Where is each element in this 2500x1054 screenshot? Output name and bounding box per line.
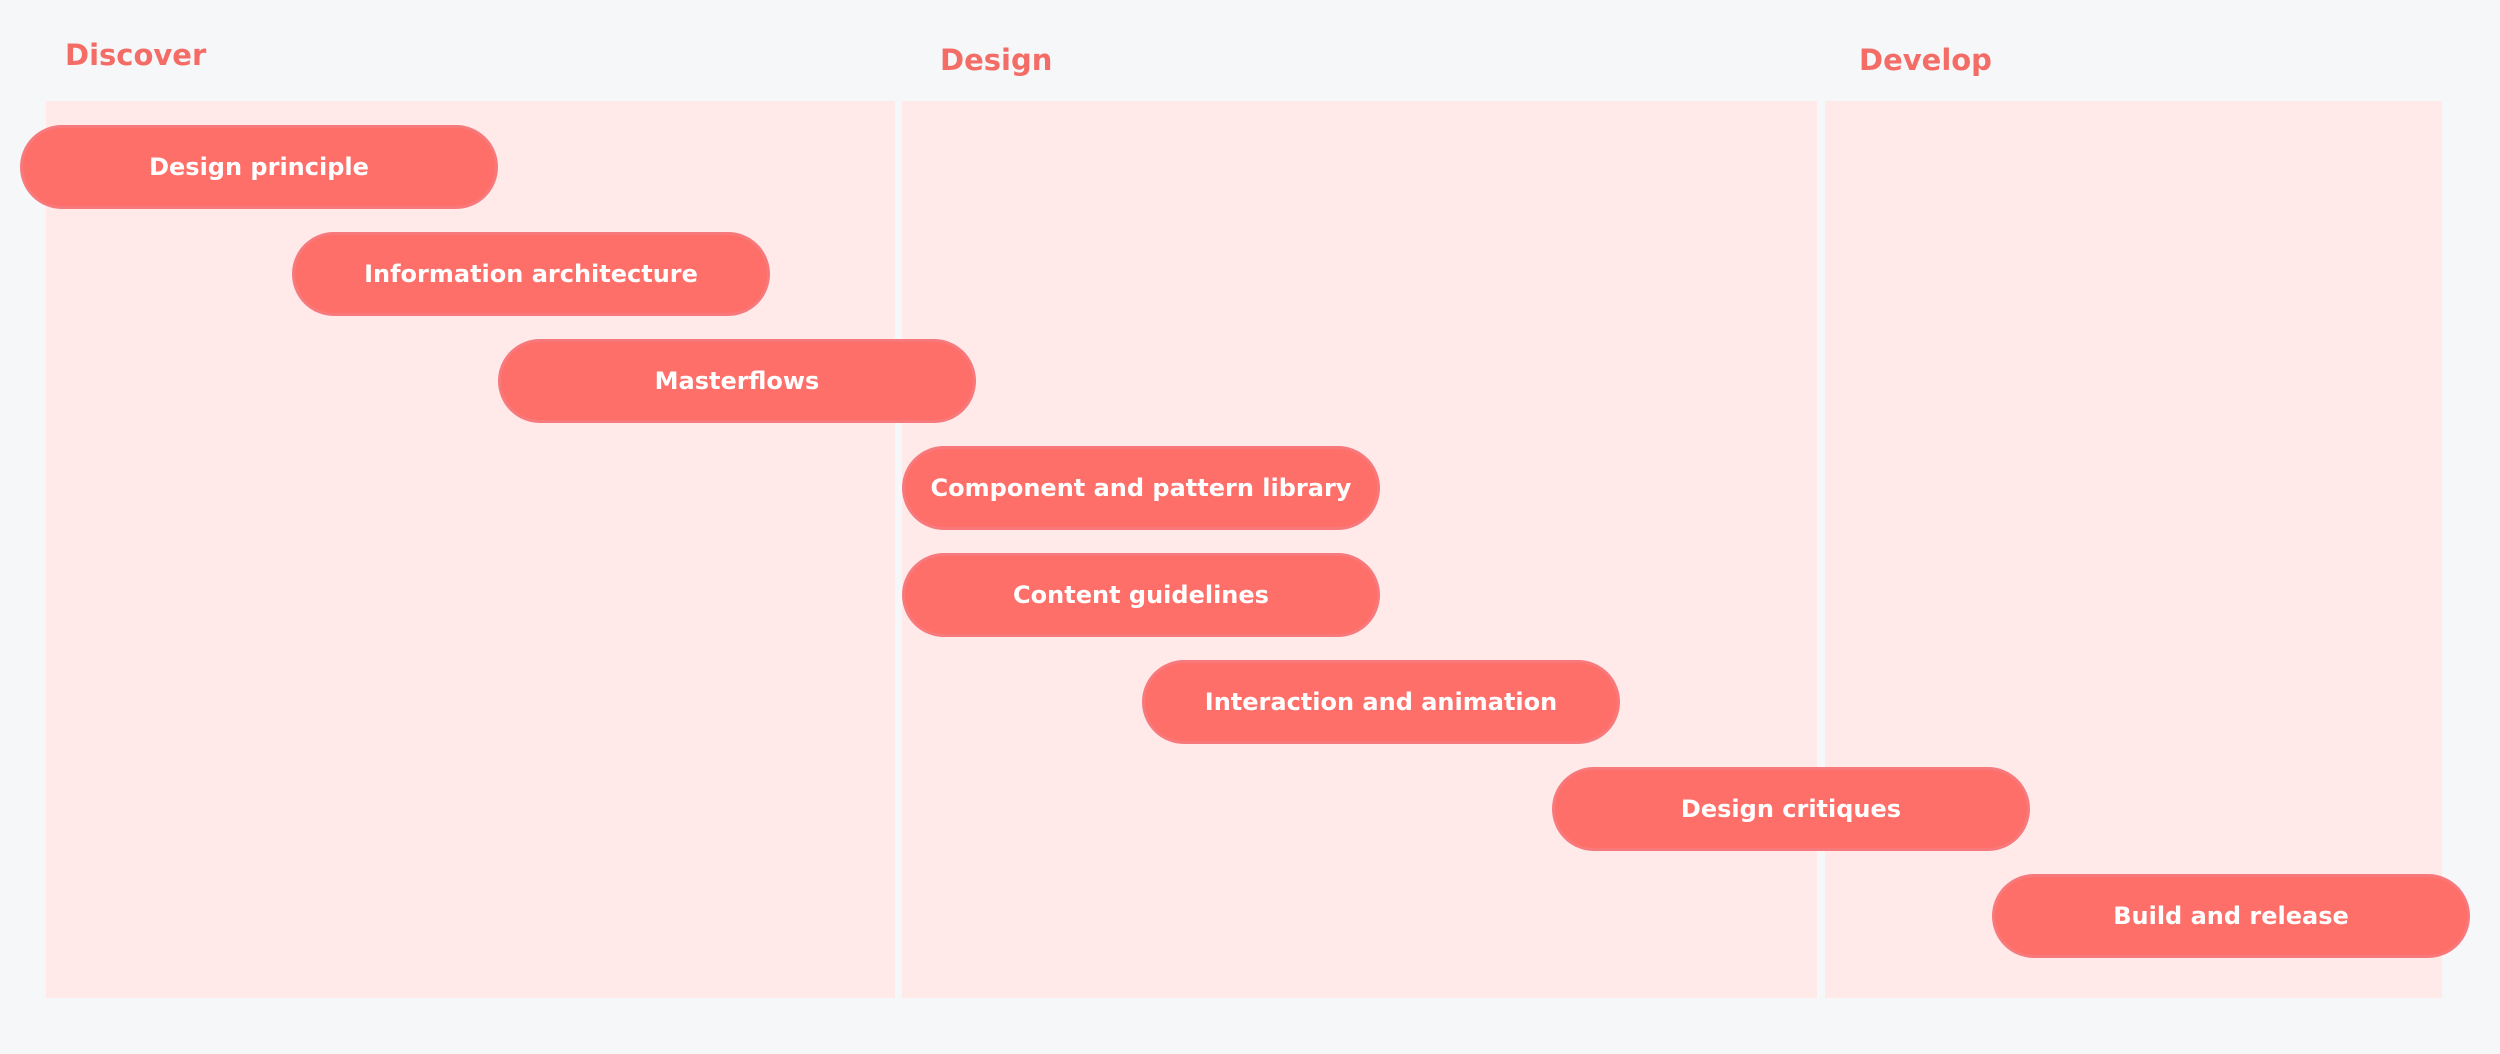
phase-lane-develop	[1825, 101, 2442, 998]
task-interaction-and-animation[interactable]: Interaction and animation	[1142, 660, 1620, 744]
task-design-principle[interactable]: Design principle	[20, 125, 498, 209]
task-build-and-release[interactable]: Build and release	[1992, 874, 2470, 958]
task-component-and-pattern-library[interactable]: Component and pattern library	[902, 446, 1380, 530]
task-content-guidelines[interactable]: Content guidelines	[902, 553, 1380, 637]
task-design-critiques[interactable]: Design critiques	[1552, 767, 2030, 851]
task-masterflows[interactable]: Masterflows	[498, 339, 976, 423]
task-information-architecture[interactable]: Information architecture	[292, 232, 770, 316]
phase-title-design: Design	[940, 43, 1053, 77]
phase-title-develop: Develop	[1859, 43, 1992, 77]
phase-lane-design	[902, 101, 1817, 998]
phase-title-discover: Discover	[65, 38, 207, 72]
